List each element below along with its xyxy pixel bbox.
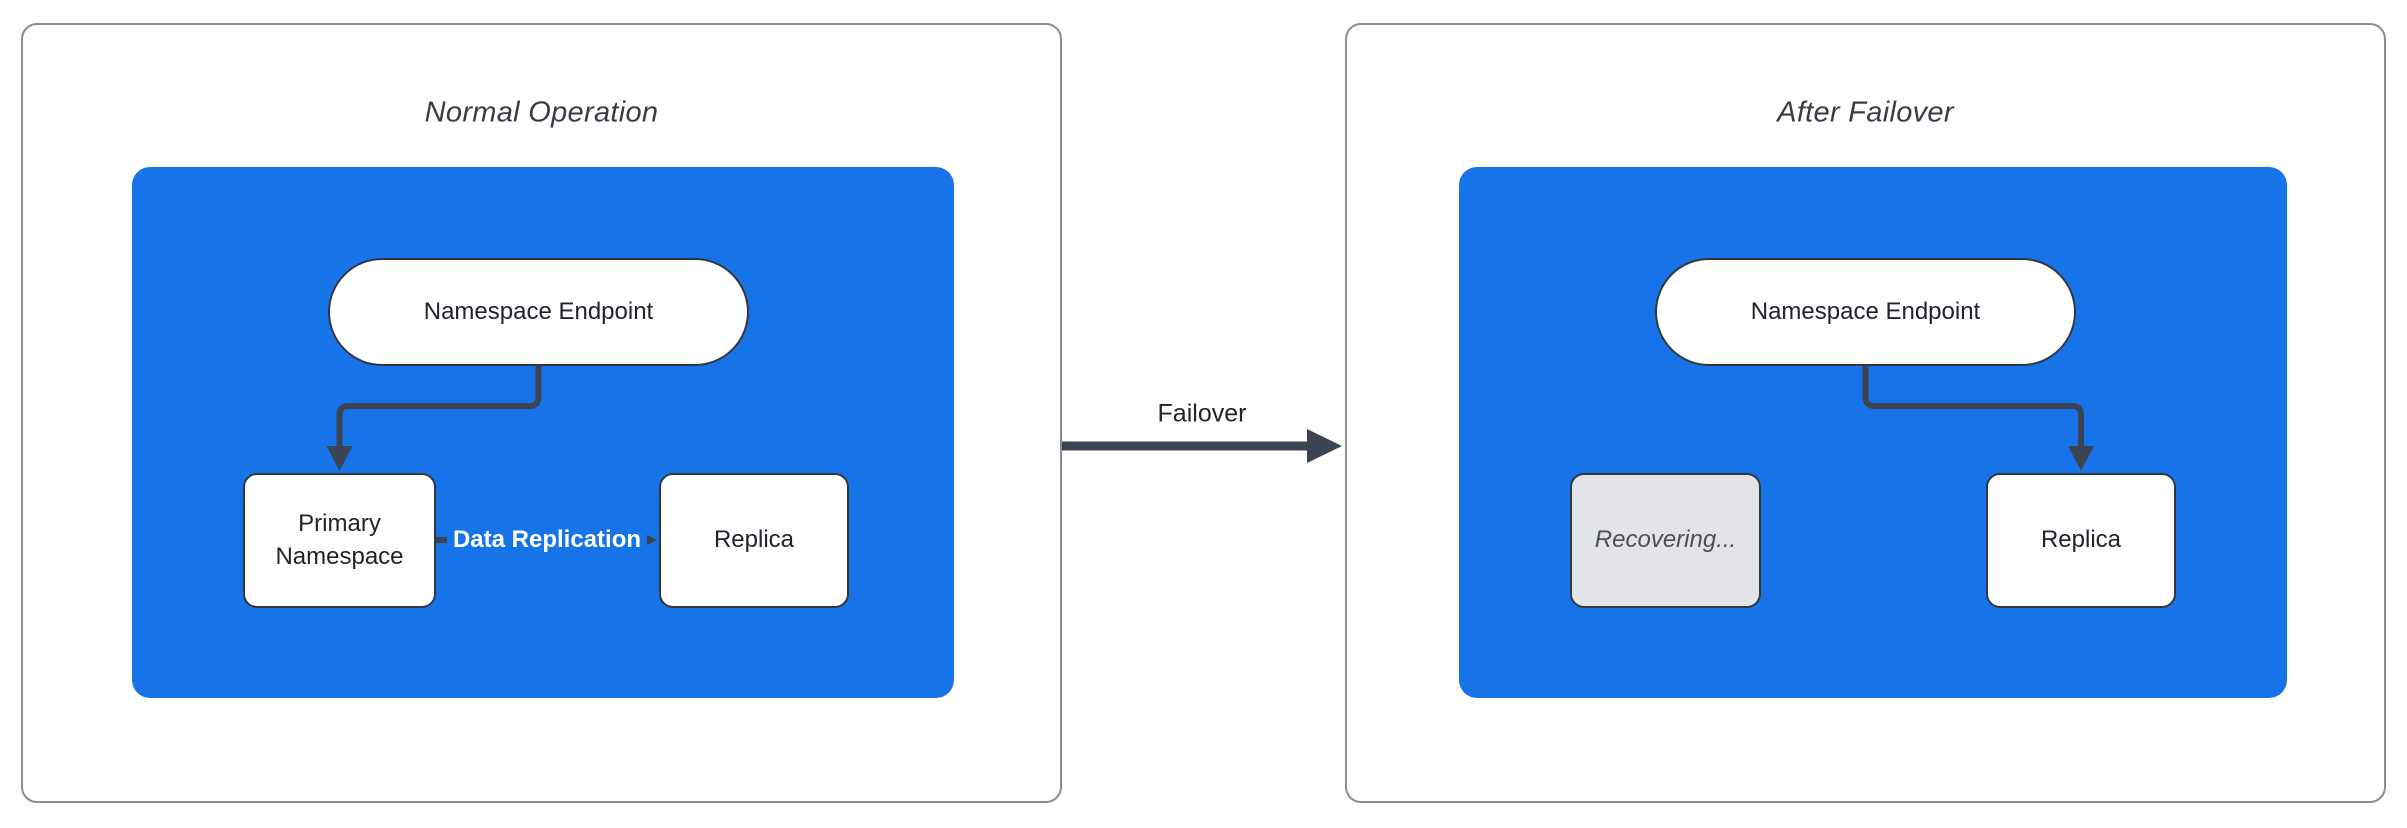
namespace-endpoint-node: Namespace Endpoint <box>1655 258 2076 366</box>
namespace-endpoint-node: Namespace Endpoint <box>328 258 749 366</box>
panel-after-failover: After Failover Namespace Endpoint Recove… <box>1345 23 2386 803</box>
replica-node: Replica <box>659 473 849 608</box>
panel-title-after-failover: After Failover <box>1777 96 1954 129</box>
replication-arrow-label: Data Replication <box>446 524 648 556</box>
primary-namespace-node: Primary Namespace <box>243 473 436 608</box>
cluster-box-normal <box>132 167 954 698</box>
arrowhead-right-icon <box>1307 429 1342 463</box>
recovering-namespace-node: Recovering... <box>1570 473 1761 608</box>
failover-arrow-label: Failover <box>1157 399 1247 428</box>
panel-title-normal-operation: Normal Operation <box>424 96 659 129</box>
panel-normal-operation: Normal Operation Namespace Endpoint Prim… <box>21 23 1062 803</box>
replica-node: Replica <box>1986 473 2176 608</box>
cluster-box-failover <box>1459 167 2287 698</box>
